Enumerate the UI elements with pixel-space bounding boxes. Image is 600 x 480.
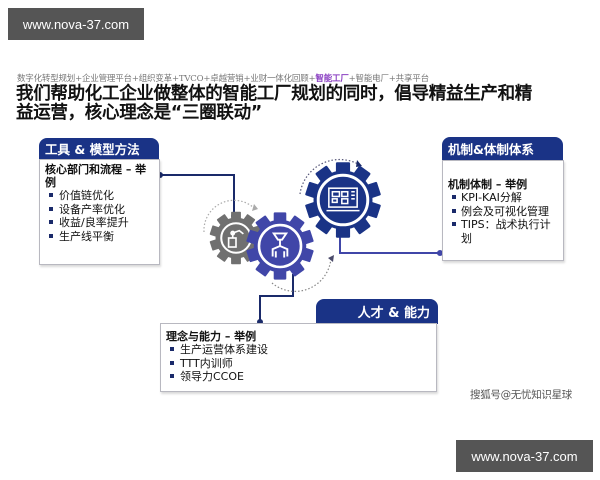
mechanism-list: KPI-KAI分解 例会及可视化管理 TIPS：战术执行计划	[448, 191, 558, 245]
title-line-1: 我们帮助化工企业做整体的智能工厂规划的同时，倡导精益生产和精	[16, 84, 532, 104]
list-item: 生产线平衡	[45, 230, 154, 244]
rotation-arrow-icon	[203, 199, 255, 233]
talent-box-header: 人才 & 能力	[316, 299, 438, 324]
tools-list: 价值链优化 设备产率优化 收益/良率提升 生产线平衡	[45, 189, 154, 243]
list-item: 例会及可视化管理	[448, 205, 558, 219]
dashboard-monitor-icon	[326, 187, 360, 212]
talent-box-subtitle: 理念与能力 – 举例	[166, 330, 257, 343]
list-item: 设备产率优化	[45, 203, 154, 217]
list-item: 价值链优化	[45, 189, 154, 203]
breadcrumb-suffix: +智能电厂+共享平台	[348, 74, 429, 84]
list-item: 收益/良率提升	[45, 216, 154, 230]
breadcrumb-highlight: 智能工厂	[315, 74, 349, 84]
connector-mechanism	[339, 234, 440, 254]
breadcrumb: 数字化转型规划+企业管理平台+组织变革+TVCO+卓越营销+业财一体化回顾+智能…	[17, 72, 429, 84]
tools-box: 核心部门和流程 – 举例 价值链优化 设备产率优化 收益/良率提升 生产线平衡	[39, 159, 160, 265]
title-line-2: 益运营，核心理念是“三圈联动”	[16, 103, 263, 123]
mechanism-box-header: 机制&体制体系	[442, 137, 563, 160]
list-item: TIPS：战术执行计划	[448, 218, 558, 245]
watermark-top: www.nova-37.com	[8, 8, 144, 40]
tools-box-header: 工具 & 模型方法	[39, 138, 159, 159]
breadcrumb-prefix: 数字化转型规划+企业管理平台+组织变革+TVCO+卓越营销+业财一体化回顾+	[17, 74, 316, 84]
monitor-gear	[304, 162, 382, 238]
source-credit: 搜狐号@无忧知识星球	[470, 389, 572, 401]
tools-box-subtitle: 核心部门和流程 – 举例	[45, 163, 147, 189]
talent-list: 生产运营体系建设 TTT内训师 领导力CCOE	[166, 343, 431, 384]
mechanism-box-subtitle: 机制体制 – 举例	[448, 178, 528, 191]
mechanism-box: 机制体制 – 举例 KPI-KAI分解 例会及可视化管理 TIPS：战术执行计划	[442, 160, 564, 261]
list-item: TTT内训师	[166, 357, 431, 371]
rotation-arrow-icon	[271, 257, 332, 292]
list-item: KPI-KAI分解	[448, 191, 558, 205]
page-title: 我们帮助化工企业做整体的智能工厂规划的同时，倡导精益生产和精 益运营，核心理念是…	[16, 85, 586, 123]
connector-talent	[259, 274, 294, 322]
gripper-icon	[271, 232, 289, 258]
rotation-arrow-icon	[299, 158, 359, 195]
list-item: 生产运营体系建设	[166, 343, 431, 357]
gripper-gear	[246, 212, 314, 280]
talent-box: 理念与能力 – 举例 生产运营体系建设 TTT内训师 领导力CCOE	[160, 323, 437, 392]
connector-tools	[160, 174, 235, 216]
watermark-bottom: www.nova-37.com	[456, 440, 593, 472]
connector-dot	[437, 250, 443, 256]
list-item: 领导力CCOE	[166, 370, 431, 384]
robot-arm-icon	[227, 229, 244, 248]
